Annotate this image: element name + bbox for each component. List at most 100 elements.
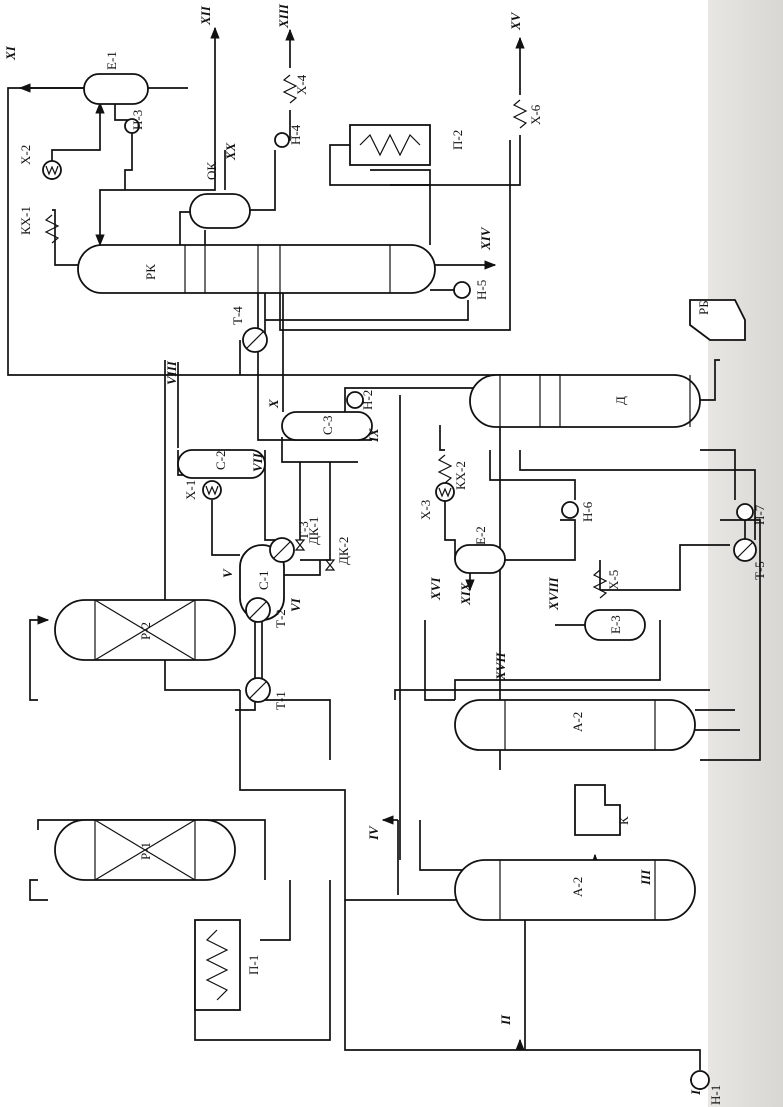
equipment-labels: Е-1 Н-3 Х-2 КХ-1 ОК Н-4 Х-4 П-2 Х-6 РК Н… (18, 51, 767, 1105)
air-cooler-x5 (592, 569, 608, 599)
label-x2: Х-2 (18, 145, 33, 165)
stream-i: I (688, 1089, 703, 1096)
label-n5: Н-5 (474, 280, 489, 300)
label-a2-upper: А-2 (570, 712, 585, 732)
label-kx2: КХ-2 (453, 461, 468, 490)
pipe-t5-d (519, 450, 756, 540)
label-dk1: ДК-1 (306, 517, 321, 545)
reboiler-rb (689, 299, 746, 341)
stream-xx: XX (223, 142, 238, 161)
exchanger-t4-diag (246, 331, 264, 349)
column-a2-upper (454, 699, 696, 751)
pipe-e2-n6 (500, 519, 576, 561)
label-t5: Т-5 (752, 561, 767, 580)
stream-vi: VI (288, 597, 303, 612)
pipe-a2-e3 (454, 620, 661, 700)
vessel-e3 (584, 609, 646, 641)
pipe-feed-main (239, 690, 526, 1050)
pump-n4 (274, 132, 290, 148)
label-rb: РБ (696, 300, 711, 315)
pump-n6 (561, 501, 579, 519)
pipe-c1-t3 (284, 560, 321, 576)
stream-xi: XI (3, 45, 18, 61)
pipe-a2-header (394, 689, 710, 700)
column-rk (77, 244, 436, 294)
pump-n1 (690, 1070, 710, 1090)
pipe-a2-t5 (700, 519, 761, 761)
furnace-p2-coil (359, 133, 421, 157)
cooler-x3-coil (438, 487, 452, 498)
label-c2: С-2 (213, 451, 228, 471)
stream-xvii: XVII (493, 652, 508, 681)
pipe-rk-x6 (390, 135, 521, 186)
reactor-p2-bed (94, 599, 196, 661)
pipe-xvi (424, 620, 455, 701)
pump-n3 (124, 118, 140, 134)
pump-n5 (453, 281, 471, 299)
air-cooler-kx2 (437, 454, 453, 484)
label-t4: Т-4 (230, 306, 245, 325)
furnace-p1-coil (205, 929, 229, 1001)
stream-xv: XV (508, 11, 523, 31)
cooler-x1 (202, 480, 222, 500)
pipe-p1-out (260, 880, 291, 941)
exchanger-t5-diag (736, 541, 754, 559)
stream-xix: XIX (458, 582, 473, 606)
furnace-p2 (349, 124, 431, 166)
column-a2-lower (454, 859, 696, 921)
pump-n2 (346, 391, 364, 409)
pipe-rk-p2 (370, 169, 431, 245)
pipe-rk-kx1 (52, 209, 78, 266)
label-n2: Н-2 (360, 390, 375, 410)
label-dk2: ДК-2 (336, 537, 351, 565)
cooler-x1-coil (205, 485, 219, 496)
cooler-x3 (435, 482, 455, 502)
air-cooler-kx1 (44, 214, 60, 244)
pipe-d-kx2 (439, 425, 445, 451)
label-c3: С-3 (320, 416, 335, 436)
column-d (469, 374, 701, 428)
label-t1: Т-1 (273, 691, 288, 710)
exchanger-t1-diag (249, 681, 267, 699)
pipe-t2-t1 (261, 610, 331, 760)
pipe-n3-out (124, 132, 133, 190)
stream-v: V (220, 568, 235, 578)
label-a2-lower: А-2 (570, 877, 585, 897)
stream-ix: IX (366, 428, 381, 443)
label-ok: ОК (204, 162, 219, 180)
pipe-r2-t2 (235, 620, 256, 711)
pipe-c3-dk (281, 437, 358, 463)
stream-xviii: XVIII (546, 577, 561, 611)
label-r1: Р-1 (138, 842, 153, 860)
label-x5: Х-5 (606, 570, 621, 590)
pipe-d-rb (700, 359, 720, 401)
pipe-viii-main (164, 360, 240, 691)
pipe-t4-right (279, 140, 511, 331)
label-p1: П-1 (246, 955, 261, 975)
label-x6: Х-6 (528, 104, 543, 125)
reactor-p1-bed (94, 819, 196, 881)
label-kx1: КХ-1 (18, 206, 33, 235)
label-rk: РК (143, 264, 158, 280)
separator-c3 (281, 411, 373, 441)
exchanger-t3-diag (273, 541, 291, 559)
stream-viii: VIII (164, 360, 179, 385)
pipe-r1-in (29, 879, 48, 901)
column-a2-lower-trays (499, 860, 656, 920)
pipe-reflux-rk (95, 189, 125, 247)
pump-n7 (736, 503, 754, 521)
column-d-trays (499, 375, 691, 427)
label-x1: Х-1 (183, 480, 198, 500)
exchanger-t2-diag (249, 601, 267, 619)
pipe-r2-in (29, 615, 50, 701)
valve-dk2 (324, 559, 336, 571)
label-c1: С-1 (256, 571, 271, 591)
stream-vii: VII (250, 452, 265, 472)
vessel-e2 (454, 544, 506, 574)
separator-c2 (177, 449, 266, 479)
vessel-e1 (83, 73, 149, 105)
pipe-ok-n4 (250, 150, 276, 211)
pipe-x3-e2 (444, 500, 456, 560)
label-d: Д (613, 396, 628, 405)
